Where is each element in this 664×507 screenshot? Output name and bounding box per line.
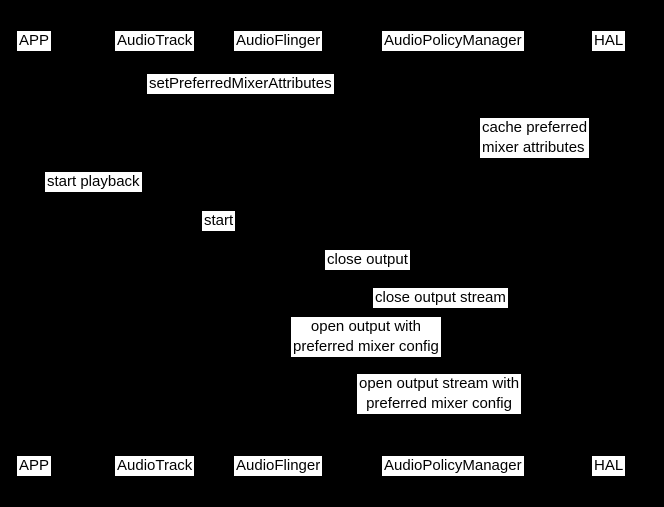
- message-close-output: close output: [325, 250, 410, 270]
- message-cache-preferred-mixer-attributes: cache preferred mixer attributes: [480, 118, 590, 158]
- message-close-output-stream: close output stream: [373, 288, 508, 308]
- participant-hal-top: HAL: [592, 31, 626, 51]
- participant-audioflinger-bottom: AudioFlinger: [234, 456, 323, 476]
- message-open-output-stream-with-preferred-mixer-config: open output stream with preferred mixer …: [357, 374, 522, 414]
- participant-app-bottom: APP: [17, 456, 52, 476]
- participant-hal-bottom: HAL: [592, 456, 626, 476]
- participant-audiotrack-top: AudioTrack: [115, 31, 195, 51]
- participant-audiopolicymanager-top: AudioPolicyManager: [382, 31, 524, 51]
- participant-app-top: APP: [17, 31, 52, 51]
- participant-audiopolicymanager-bottom: AudioPolicyManager: [382, 456, 524, 476]
- participant-audioflinger-top: AudioFlinger: [234, 31, 323, 51]
- participant-audiotrack-bottom: AudioTrack: [115, 456, 195, 476]
- message-open-output-with-preferred-mixer-config: open output with preferred mixer config: [291, 317, 441, 357]
- message-start: start: [202, 211, 236, 231]
- message-set-preferred-mixer-attributes: setPreferredMixerAttributes: [147, 74, 334, 94]
- message-start-playback: start playback: [45, 172, 142, 192]
